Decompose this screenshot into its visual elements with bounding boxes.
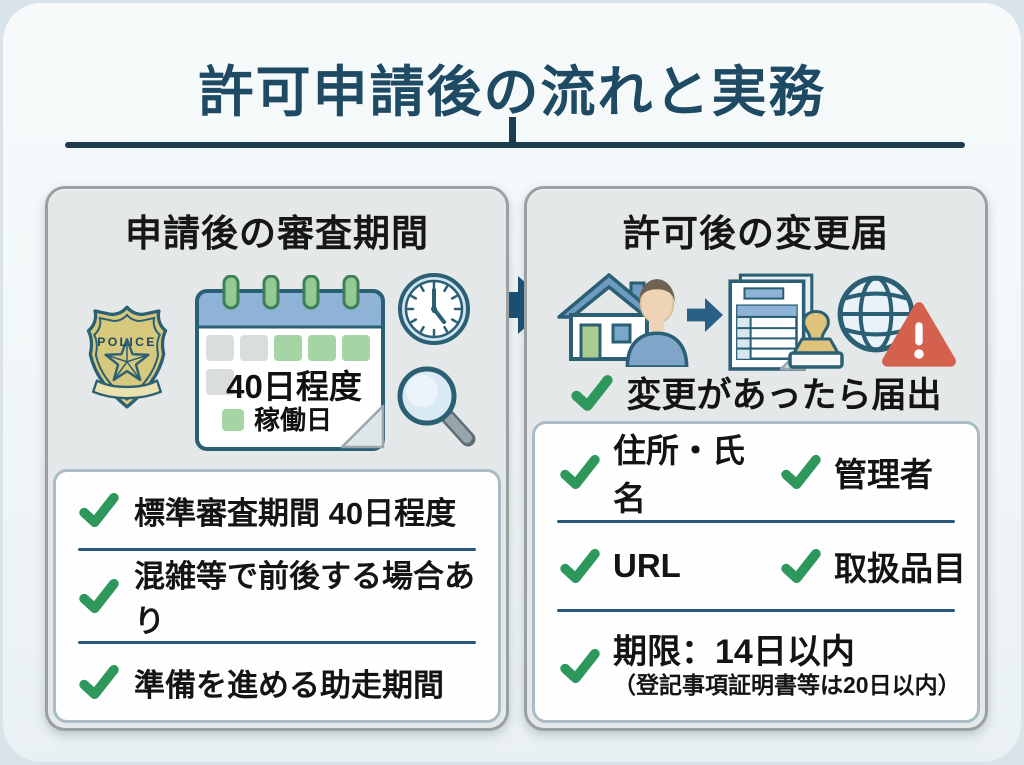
calendar-duration-label: 40日程度 [226,368,362,405]
list-item-label: 取扱品目 [834,550,966,588]
list-divider [557,520,955,523]
working-day-swatch [222,409,244,431]
page-title: 許可申請後の流れと実務 [198,61,826,123]
check-icon [559,644,601,688]
deadline-main-label: 期限：14日以内 [613,633,855,672]
left-panel-header: 申請後の審査期間 [125,213,429,254]
list-divider [557,609,955,613]
check-icon [559,450,601,494]
check-icon [78,488,120,532]
change-items-box: 住所・氏名 管理者 URL 取扱品目 [532,421,980,723]
arrow-right-icon [687,298,723,332]
check-icon [559,544,601,588]
panel-change-notification: 許可後の変更届 [524,186,988,731]
list-item-label: 標準審査期間 40日程度 [134,495,457,531]
magnifier-icon [397,366,476,447]
deadline-note-label: （登記事項証明書等は20日以内） [613,672,961,699]
list-item: 混雑等で前後する場合あり [56,551,498,641]
police-badge-label: POLICE [97,335,157,349]
warning-icon [882,302,956,367]
lead-check-item: 変更があったら届出 [527,367,985,418]
right-panel-header: 許可後の変更届 [623,213,889,254]
police-badge-icon: POLICE [86,305,168,409]
lead-item-label: 変更があったら届出 [626,376,942,415]
calendar-icon: 40日程度 稼働日 [195,275,385,451]
change-items-row: 住所・氏名 管理者 [535,424,977,520]
list-item: 管理者 [756,448,977,496]
infographic-card: 許可申請後の流れと実務 申請後の審査期間 POLICE [3,3,1021,762]
change-items-row: URL 取扱品目 [535,523,977,609]
calendar-legend-label: 稼働日 [254,405,332,435]
list-item: URL [535,544,756,588]
list-item-label: URL [613,547,681,585]
document-icon [728,273,814,371]
list-item-label: 住所・氏名 [613,432,745,517]
check-icon [78,660,120,704]
list-item: 準備を進める助走期間 [56,644,498,720]
list-item: 住所・氏名 [535,424,756,520]
flow-arrow-icon [488,276,550,334]
list-divider [78,641,476,644]
review-checklist: 標準審査期間 40日程度 混雑等で前後する場合あり 準備を進める助走期間 [53,469,501,723]
list-item-label: 管理者 [834,456,933,493]
check-icon [780,450,822,494]
person-icon [625,279,689,367]
deadline-item: 期限：14日以内 （登記事項証明書等は20日以内） [535,612,977,720]
title-underline-tick [509,117,516,144]
deadline-text-block: 期限：14日以内 （登記事項証明書等は20日以内） [613,633,961,699]
clock-icon [398,273,470,345]
panel-review-period: 申請後の審査期間 POLICE [45,186,509,731]
list-divider [78,548,476,551]
stamp-icon [788,310,844,369]
check-icon [78,574,120,618]
list-item-label: 準備を進める助走期間 [134,667,444,703]
list-item: 標準審査期間 40日程度 [56,472,498,548]
title-underline [65,142,965,148]
check-icon [570,370,614,416]
list-item: 取扱品目 [756,542,977,590]
list-item-label: 混雑等で前後する場合あり [134,559,475,639]
check-icon [780,544,822,588]
